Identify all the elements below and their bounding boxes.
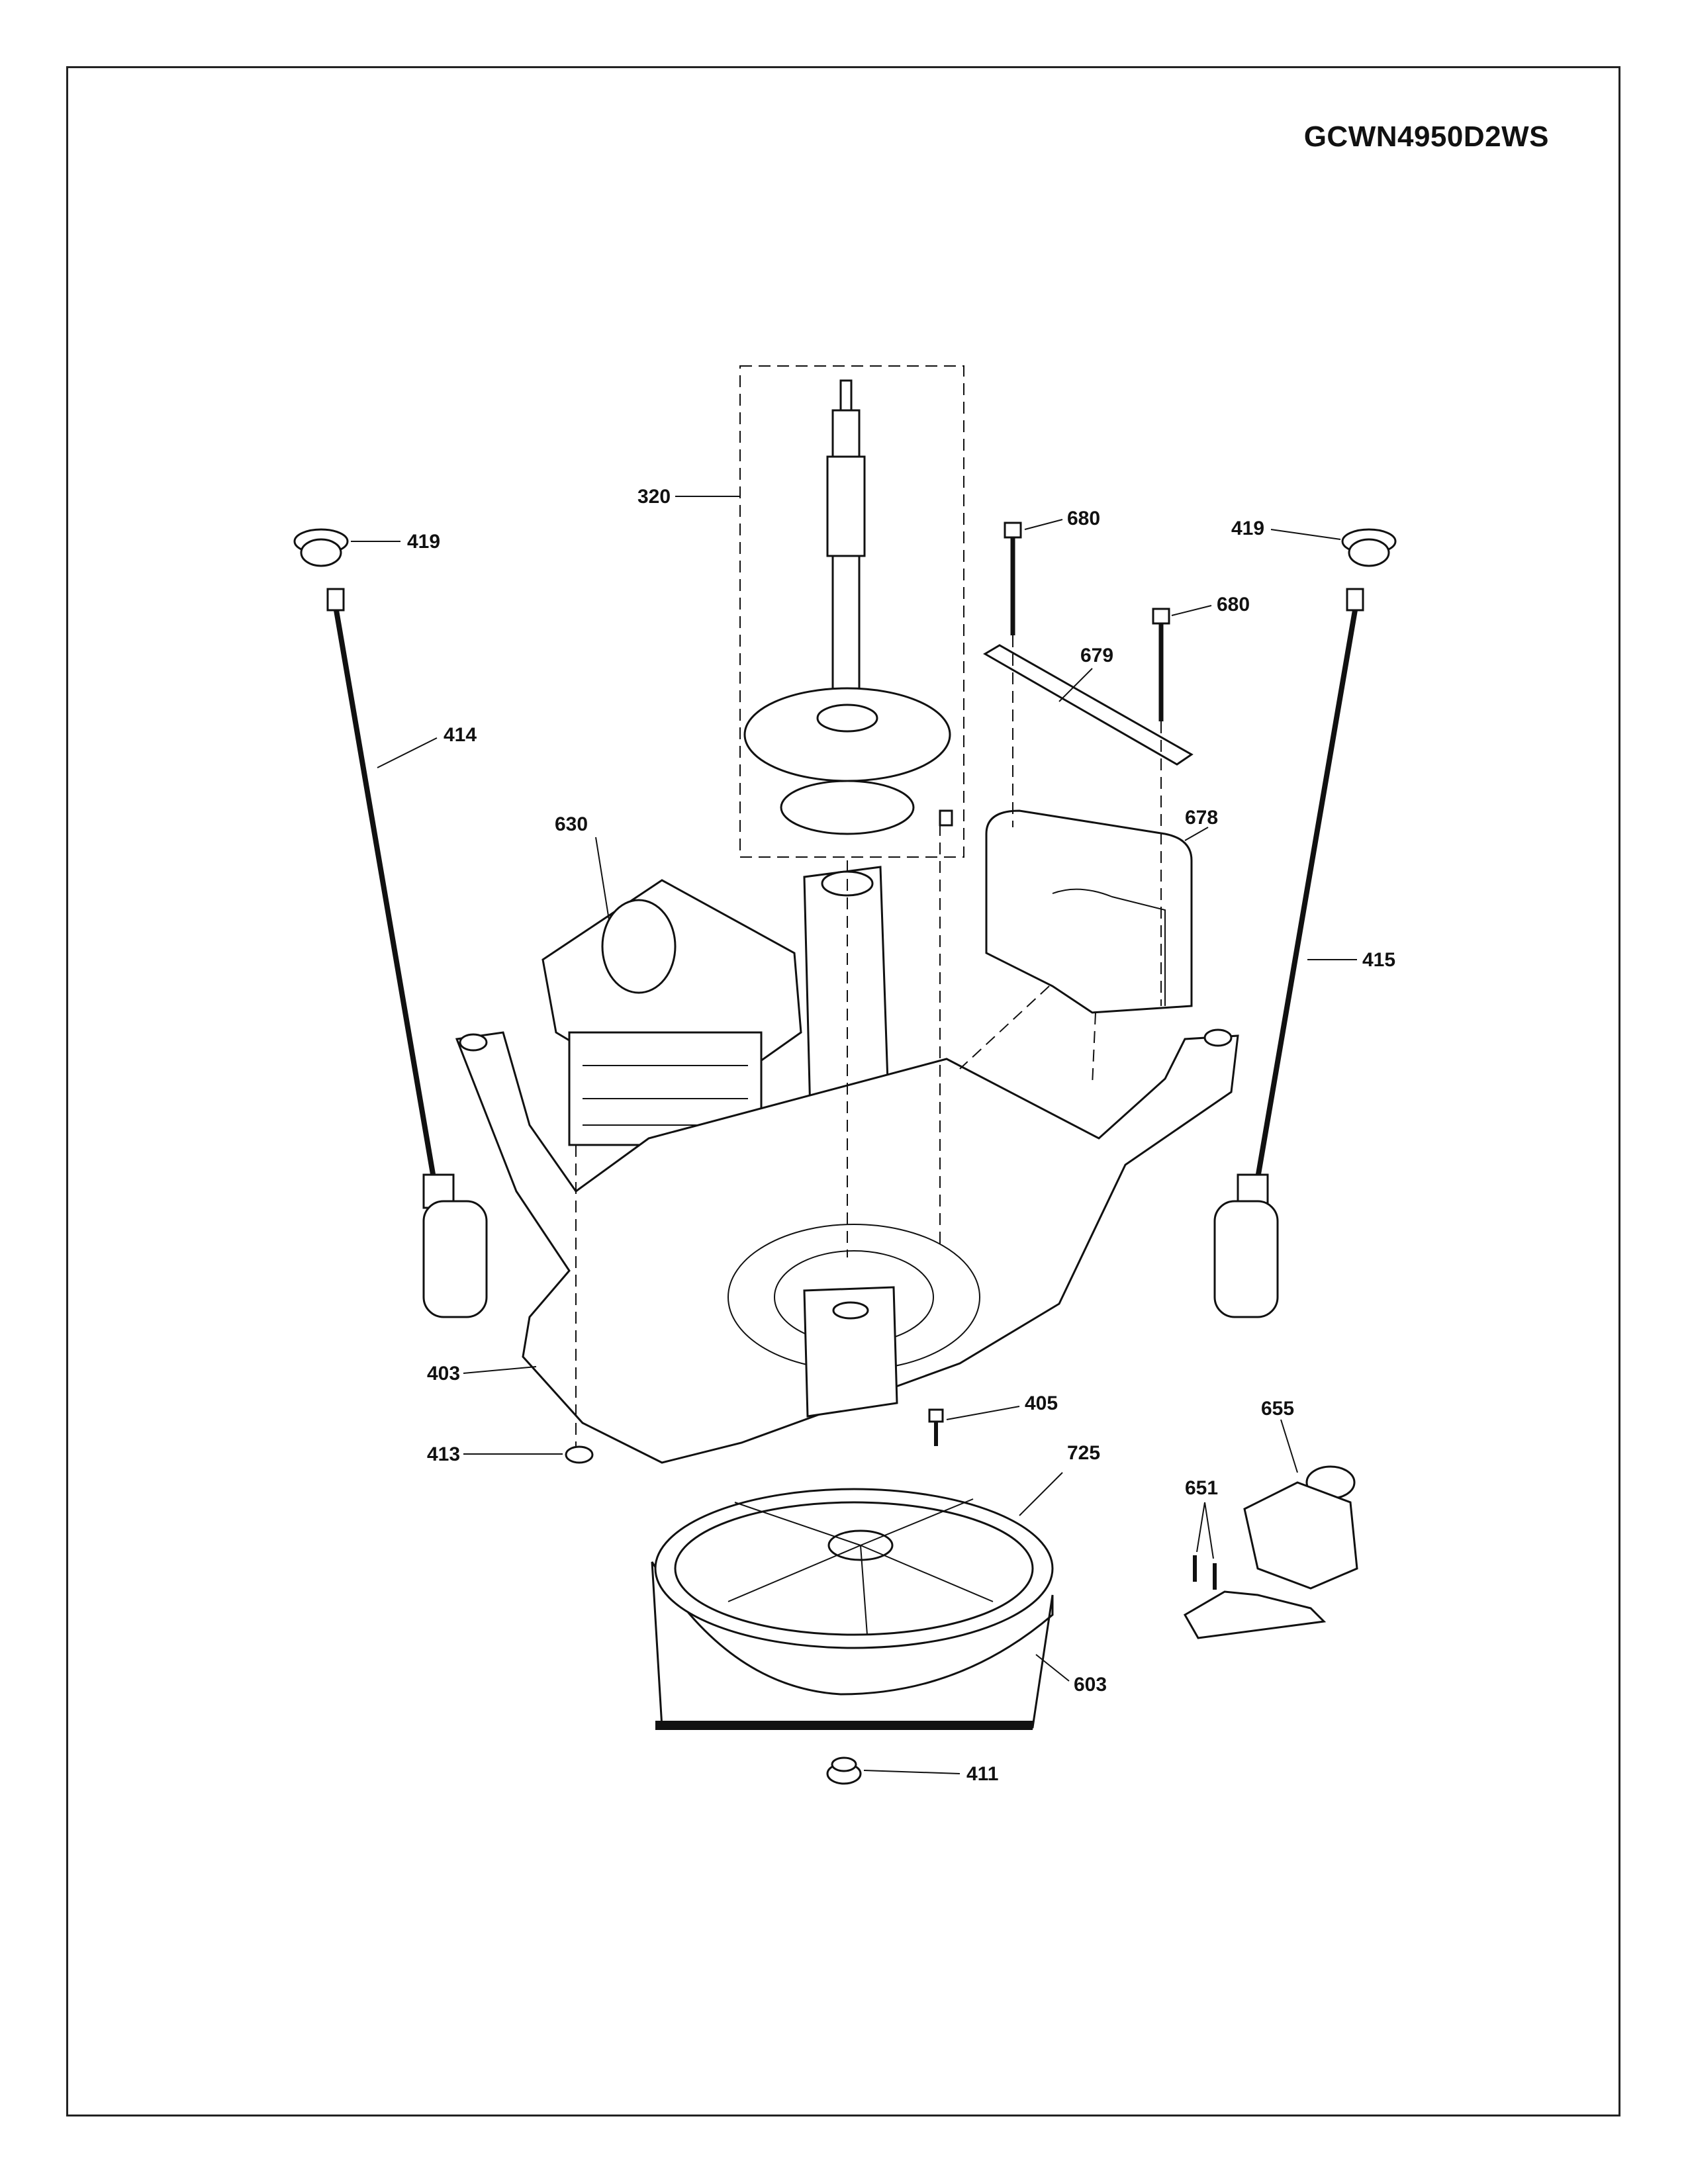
- callout-655: 655: [1261, 1398, 1294, 1420]
- model-number: GCWN4950D2WS: [1303, 120, 1549, 153]
- callout-320: 320: [637, 486, 671, 508]
- part-419-right-cap: [1341, 528, 1397, 567]
- part-603-pulley-guard: [651, 1561, 1054, 1730]
- diagram-frame: [66, 66, 1620, 2116]
- part-column-bracket: [803, 1286, 898, 1418]
- part-655-drain-pump: [1183, 1465, 1358, 1639]
- part-413-nut: [565, 1445, 594, 1464]
- callout-630: 630: [555, 813, 588, 835]
- callout-725: 725: [1067, 1442, 1100, 1464]
- part-679-strap: [983, 644, 1194, 766]
- callout-679: 679: [1080, 645, 1113, 666]
- callout-413: 413: [427, 1443, 460, 1465]
- part-680-bolts: [1004, 522, 1170, 721]
- part-414-left-suspension-rod: [326, 588, 488, 1318]
- callout-414: 414: [444, 724, 477, 746]
- callout-403: 403: [427, 1363, 460, 1385]
- callout-603: 603: [1074, 1674, 1107, 1696]
- callout-680-a: 680: [1067, 508, 1100, 529]
- callout-680-b: 680: [1217, 594, 1250, 615]
- callout-415: 415: [1362, 949, 1395, 971]
- callout-419-right: 419: [1231, 518, 1264, 539]
- part-678-counterweight: [985, 809, 1193, 1014]
- callout-405: 405: [1025, 1392, 1058, 1414]
- part-630-drive-motor: [541, 879, 802, 1146]
- part-651-screws: [1193, 1555, 1217, 1590]
- part-725-drive-pulley: [654, 1488, 1054, 1649]
- part-415-right-suspension-rod: [1213, 588, 1364, 1318]
- part-320-transmission-assembly: [739, 365, 964, 858]
- callout-411: 411: [966, 1763, 998, 1785]
- part-419-left-cap: [293, 528, 349, 567]
- part-411-nut: [826, 1756, 862, 1785]
- callout-419-left: 419: [407, 531, 440, 553]
- part-405-screw: [928, 1408, 944, 1446]
- callout-678: 678: [1185, 807, 1218, 829]
- callout-651: 651: [1185, 1477, 1218, 1499]
